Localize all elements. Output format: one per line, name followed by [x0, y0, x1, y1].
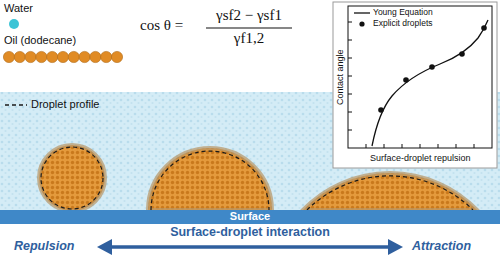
node-text: Surface-droplet interaction — [170, 225, 330, 240]
label-text: cos θ = — [140, 17, 183, 34]
legend-swatch — [354, 10, 370, 16]
droplets — [39, 145, 477, 211]
legend-swatch — [4, 100, 28, 110]
formula-numerator: γsf2 − γsf1 — [199, 7, 299, 24]
legend-text: Young Equation — [373, 8, 433, 18]
legend-text: Droplet profile — [31, 98, 99, 111]
label-text: Contact angle — [335, 49, 345, 105]
label-text: γsf2 − γsf1 — [216, 7, 282, 24]
legend-swatch — [3, 50, 125, 64]
legend-swatch — [354, 21, 370, 27]
axis-title: Surface-droplet repulsion — [370, 153, 471, 163]
direction-label: Attraction — [412, 239, 471, 253]
label-text: Attraction — [412, 239, 471, 253]
axis-title: Contact angle — [335, 49, 345, 105]
formula-denominator: γf1,2 — [199, 30, 299, 47]
legend-swatch — [9, 19, 19, 29]
interaction-arrow — [97, 239, 403, 255]
label-text: Surface-droplet repulsion — [370, 153, 471, 163]
inset-chart — [333, 2, 497, 168]
direction-label: Repulsion — [14, 239, 74, 253]
legend-text: Explicit droplets — [373, 19, 433, 29]
fraction-bar — [206, 27, 292, 28]
surface-band: Surface — [0, 210, 500, 224]
legend-text: Water — [4, 2, 33, 15]
formula-lhs: cos θ = — [140, 17, 183, 34]
label-text: Repulsion — [14, 239, 74, 253]
interaction-label-box: Surface-droplet interaction — [165, 225, 335, 240]
label-text: γf1,2 — [234, 30, 264, 47]
legend-text: Oil (dodecane) — [4, 34, 76, 47]
node-text: Surface — [230, 210, 270, 223]
